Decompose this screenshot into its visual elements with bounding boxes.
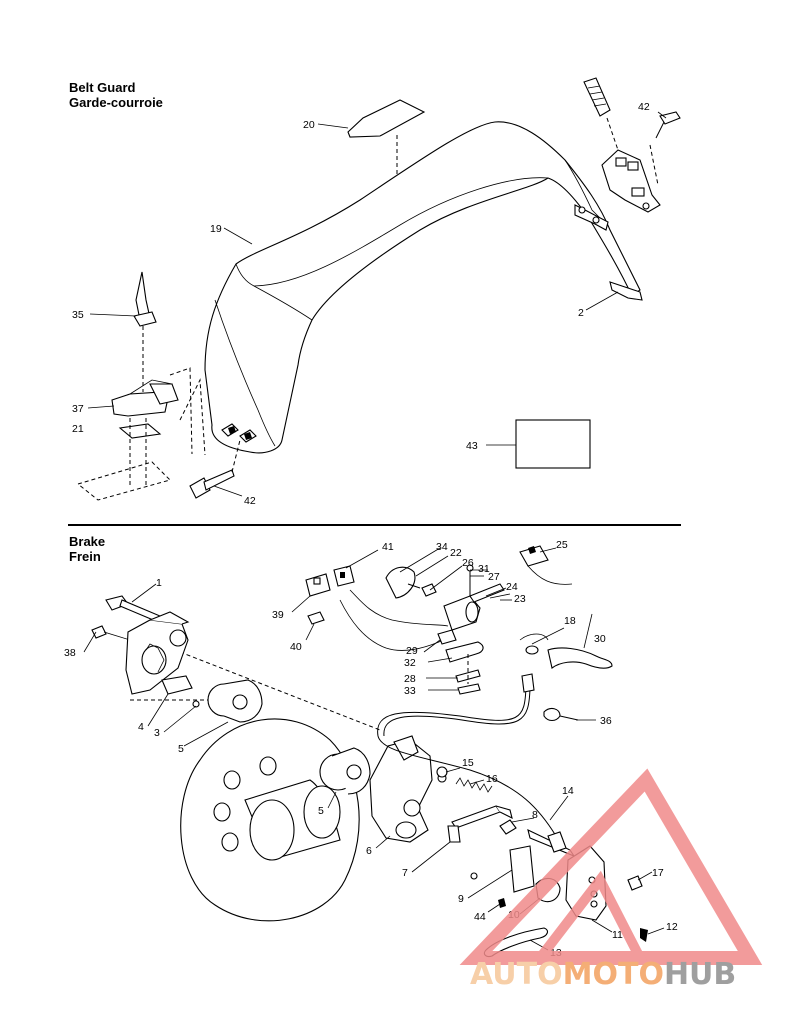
belt-guard-cover-part bbox=[204, 121, 643, 454]
callout-24: 24 bbox=[506, 581, 518, 593]
callout-5-lower: 5 bbox=[318, 805, 324, 817]
callout-17: 17 bbox=[652, 867, 664, 879]
brake-disc-part bbox=[179, 651, 381, 922]
callout-20: 20 bbox=[303, 119, 315, 131]
callout-14: 14 bbox=[562, 785, 574, 797]
brake-title: Brake Frein bbox=[69, 534, 105, 564]
lever-bracket-part bbox=[447, 805, 576, 903]
lever-small-parts bbox=[437, 629, 484, 695]
automotohub-watermark: AUTOMOTOHUB bbox=[459, 768, 763, 992]
callout-6: 6 bbox=[366, 845, 372, 857]
callout-36: 36 bbox=[600, 715, 612, 727]
callout-27: 27 bbox=[488, 571, 500, 583]
brake-title-fr: Frein bbox=[69, 549, 101, 564]
callout-19: 19 bbox=[210, 223, 222, 235]
callout-38: 38 bbox=[64, 647, 76, 659]
callout-31: 31 bbox=[478, 563, 490, 575]
callout-2: 2 bbox=[578, 307, 584, 319]
callout-37: 37 bbox=[72, 403, 84, 415]
watermark-triangle-logo bbox=[459, 768, 763, 965]
callout-11: 11 bbox=[612, 929, 623, 941]
belt-guard-drawing bbox=[76, 77, 681, 501]
callout-32: 32 bbox=[404, 657, 416, 669]
belt-guard-title-en: Belt Guard bbox=[69, 80, 136, 95]
caliper-assembly-part bbox=[91, 595, 220, 708]
callout-42-upper: 42 bbox=[638, 101, 650, 113]
callout-22: 22 bbox=[450, 547, 462, 559]
callout-18: 18 bbox=[564, 615, 576, 627]
callout-15: 15 bbox=[462, 757, 474, 769]
watermark-text-auto: AUTOMOTOHUB bbox=[470, 957, 736, 992]
callout-41: 41 bbox=[382, 541, 394, 553]
label-box-part bbox=[515, 419, 591, 469]
caliper-body-part bbox=[369, 735, 447, 843]
callout-44: 44 bbox=[474, 911, 486, 923]
lower-bracket-part bbox=[76, 271, 241, 501]
callout-5-upper: 5 bbox=[178, 743, 184, 755]
brake-lever-part bbox=[519, 633, 613, 722]
callout-42-lower: 42 bbox=[244, 495, 256, 507]
pin-part bbox=[470, 872, 478, 880]
belt-guard-title: Belt Guard Garde-courroie bbox=[69, 80, 163, 110]
callout-35: 35 bbox=[72, 309, 84, 321]
callout-25: 25 bbox=[556, 539, 568, 551]
callout-1: 1 bbox=[156, 577, 162, 589]
callout-34: 34 bbox=[436, 541, 448, 553]
callout-30: 30 bbox=[594, 633, 606, 645]
callout-21: 21 bbox=[72, 423, 84, 435]
brake-housing-part bbox=[385, 564, 511, 631]
callout-43: 43 bbox=[466, 440, 478, 452]
belt-guard-title-fr: Garde-courroie bbox=[69, 95, 163, 110]
switch-part bbox=[519, 545, 573, 585]
brake-puck-lower-part bbox=[319, 747, 371, 795]
callout-28: 28 bbox=[404, 673, 416, 685]
rivet-part bbox=[498, 898, 506, 908]
belt-guard-leaders bbox=[87, 111, 667, 497]
callout-12: 12 bbox=[666, 921, 678, 933]
callout-8: 8 bbox=[532, 809, 538, 821]
callout-29: 29 bbox=[406, 645, 418, 657]
callout-3: 3 bbox=[154, 727, 160, 739]
brake-leaders bbox=[83, 547, 665, 951]
callout-39: 39 bbox=[272, 609, 284, 621]
callout-23: 23 bbox=[514, 593, 526, 605]
brake-drawing bbox=[91, 545, 648, 958]
callout-4: 4 bbox=[138, 721, 144, 733]
upper-bracket-part bbox=[583, 77, 681, 213]
brake-puck-upper-part bbox=[207, 679, 263, 723]
brake-cable-part bbox=[377, 673, 567, 853]
connector-part bbox=[305, 565, 453, 651]
callout-33: 33 bbox=[404, 685, 416, 697]
callout-40: 40 bbox=[290, 641, 302, 653]
spring-washer-part bbox=[436, 766, 493, 793]
brake-title-en: Brake bbox=[69, 534, 106, 549]
callout-9: 9 bbox=[458, 893, 464, 905]
callout-26: 26 bbox=[462, 557, 474, 569]
callout-16: 16 bbox=[486, 773, 498, 785]
callout-7: 7 bbox=[402, 867, 408, 879]
